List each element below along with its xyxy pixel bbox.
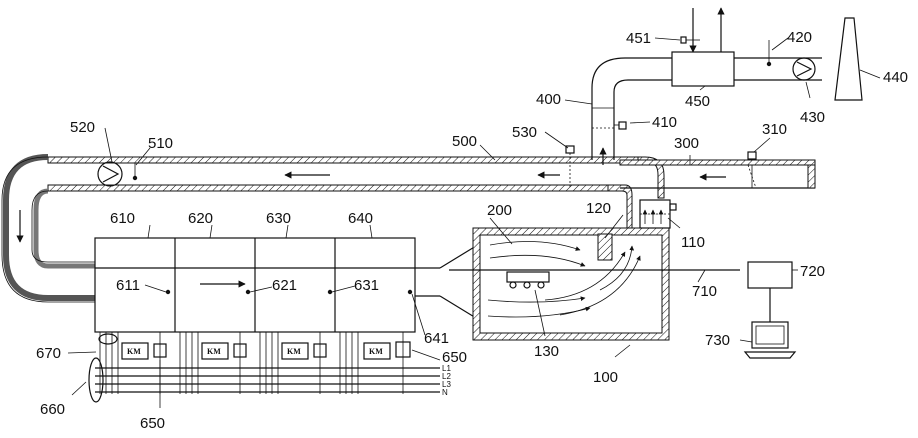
label-300: 300 — [674, 135, 699, 152]
label-430: 430 — [800, 109, 825, 126]
label-420: 420 — [787, 29, 812, 46]
label-130: 130 — [534, 343, 559, 360]
return-fan — [98, 162, 137, 186]
label-631: 631 — [354, 277, 379, 294]
controller — [745, 262, 795, 358]
label-621: 621 — [272, 277, 297, 294]
phase-n: N — [442, 388, 448, 397]
label-510: 510 — [148, 135, 173, 152]
label-520: 520 — [70, 119, 95, 136]
contactor-3-label: KM — [287, 347, 301, 356]
contactor-4-label: KM — [369, 347, 383, 356]
label-610: 610 — [110, 210, 135, 227]
label-641: 641 — [424, 330, 449, 347]
contactor-2: KM — [180, 332, 246, 394]
label-670: 670 — [36, 345, 61, 362]
contactor-3: KM — [260, 332, 326, 394]
label-710: 710 — [692, 283, 717, 300]
sensor-310 — [748, 152, 756, 159]
label-500: 500 — [452, 133, 477, 150]
label-100: 100 — [593, 369, 618, 386]
label-450: 450 — [685, 93, 710, 110]
label-650-right: 650 — [442, 349, 467, 366]
label-310: 310 — [762, 121, 787, 138]
label-400: 400 — [536, 91, 561, 108]
label-620: 620 — [188, 210, 213, 227]
label-630: 630 — [266, 210, 291, 227]
label-640: 640 — [348, 210, 373, 227]
label-530: 530 — [512, 124, 537, 141]
contactor-2-label: KM — [207, 347, 221, 356]
label-611: 611 — [116, 277, 140, 294]
label-660: 660 — [40, 401, 65, 418]
label-440: 440 — [883, 69, 908, 86]
label-650-bottom: 650 — [140, 415, 165, 432]
label-730: 730 — [705, 332, 730, 349]
label-720: 720 — [800, 263, 825, 280]
label-200: 200 — [487, 202, 512, 219]
label-410: 410 — [652, 114, 677, 131]
label-120: 120 — [586, 200, 611, 217]
contactor-4: KM — [340, 332, 410, 394]
label-451: 451 — [626, 30, 651, 47]
sensor-410 — [619, 122, 626, 129]
contactor-1: KM — [100, 332, 166, 394]
contactor-1-label: KM — [127, 347, 141, 356]
label-110: 110 — [681, 234, 705, 251]
inlet-duct — [620, 160, 815, 188]
power-section — [89, 334, 440, 402]
